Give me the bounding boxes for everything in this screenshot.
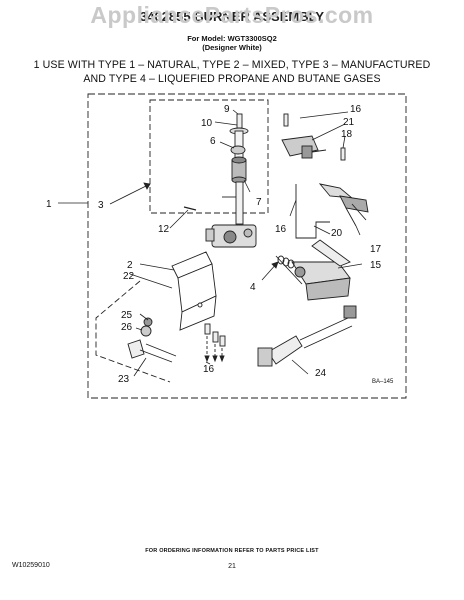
callout-2: 2 [127,260,133,271]
callout-6: 6 [210,136,216,147]
callout-9: 9 [224,104,230,115]
flame-sensor [318,183,369,227]
page-title: 3402855 BURNER ASSEMBLY [140,9,324,24]
assembly-boundary [87,93,407,399]
spring-4 [277,255,295,269]
callout-7: 7 [256,197,262,208]
valve-subassembly-boundary [149,99,269,214]
model-info: For Model: WGT3300SQ2 (Designer White) [0,34,464,52]
model-variant: (Designer White) [202,43,262,52]
pin-12 [183,206,197,211]
pilot-bracket [295,184,330,239]
page-number: 21 [228,563,236,570]
document-number: W10259010 [12,562,50,569]
callout-16-bottom: 16 [203,364,215,375]
valve-body [205,224,257,248]
callout-21: 21 [343,117,355,128]
ordering-note: FOR ORDERING INFORMATION REFER TO PARTS … [145,548,319,554]
callout-22: 22 [123,271,135,282]
callout-24: 24 [315,368,327,379]
usage-line-2: AND TYPE 4 – LIQUEFIED PROPANE AND BUTAN… [83,73,381,85]
callout-16-mid: 16 [275,224,287,235]
gas-tube [257,305,357,367]
orifice-holder [275,239,351,301]
callout-4: 4 [250,282,256,293]
usage-note: 1 USE WITH TYPE 1 – NATURAL, TYPE 2 – MI… [10,58,454,86]
bracket-group-boundary [95,280,171,383]
usage-line-1: 1 USE WITH TYPE 1 – NATURAL, TYPE 2 – MI… [33,59,431,71]
callout-18: 18 [341,129,353,140]
callout-17: 17 [370,244,382,255]
callout-10: 10 [201,118,213,129]
valve-shaft-stack [222,113,249,225]
callout-20: 20 [331,228,343,239]
callout-3: 3 [98,200,104,211]
igniter-connector [281,113,346,161]
leader-lines [58,109,363,377]
callout-23: 23 [118,374,130,385]
callout-12: 12 [158,224,170,235]
callout-15: 15 [370,260,382,271]
callout-1: 1 [46,199,52,210]
reference-code: BA–145 [372,379,394,385]
mounting-bracket [171,251,217,331]
callout-25: 25 [121,310,133,321]
bracket-screws [204,323,226,363]
callout-26: 26 [121,322,133,333]
igniter-bracket-parts [127,317,177,363]
model-line: For Model: WGT3300SQ2 [187,34,277,43]
callout-16-top: 16 [350,104,362,115]
